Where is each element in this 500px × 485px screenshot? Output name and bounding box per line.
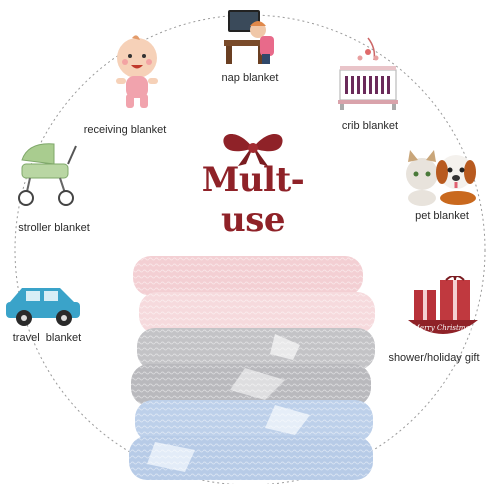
receiving-blanket-label: receiving blanket <box>83 124 167 136</box>
stroller-icon <box>18 143 77 206</box>
folded-blankets-image <box>129 256 375 480</box>
title: Mult-use <box>201 160 305 240</box>
sleeping-person-icon <box>224 10 274 64</box>
car-icon <box>6 288 80 326</box>
pet-blanket-label: pet blanket <box>415 210 469 222</box>
baby-icon <box>116 35 158 108</box>
gift-card-text: Merry Christmas <box>412 324 474 332</box>
gift-boxes-icon: Merry Christmas <box>408 276 478 334</box>
pets-icon <box>406 150 476 206</box>
travel-blanket-label: travel blanket <box>12 332 82 344</box>
crib-blanket-label: crib blanket <box>341 120 399 132</box>
bow-icon <box>223 134 283 166</box>
stroller-blanket-label: stroller blanket <box>18 222 90 234</box>
gift-label: shower/holiday gift <box>388 352 480 364</box>
crib-icon <box>338 37 398 110</box>
nap-blanket-label: nap blanket <box>221 72 279 84</box>
